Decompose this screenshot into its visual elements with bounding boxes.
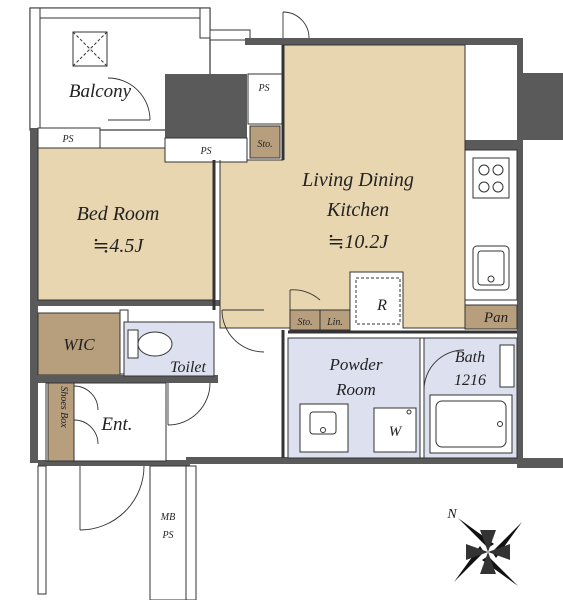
front-door	[79, 465, 145, 531]
toilet-door	[167, 382, 211, 426]
balcony-label: Balcony	[69, 81, 132, 102]
bath-label-2: 1216	[454, 372, 486, 389]
svg-text:PS: PS	[199, 146, 211, 157]
refrigerator-space	[355, 277, 401, 325]
walls	[30, 38, 563, 600]
balcony: Balcony	[29, 7, 251, 131]
ldk-label-2: Kitchen	[326, 199, 389, 221]
ldk-size: ≒10.2J	[328, 231, 390, 253]
bedroom-size: ≒4.5J	[93, 235, 145, 257]
powder-label-1: Powder	[329, 355, 383, 374]
toilet-icon	[127, 329, 173, 359]
washing-machine-space: W	[373, 407, 417, 453]
storage-box	[249, 125, 281, 159]
mb-ps-label: PS	[161, 530, 173, 541]
svg-text:Lin.: Lin.	[326, 317, 343, 328]
shoes-box-label: Shoes Box	[58, 386, 69, 428]
wic-label: WIC	[63, 335, 95, 354]
mb-ps-box	[149, 465, 187, 600]
pantry	[464, 304, 518, 330]
ldk-label-1: Living Dining	[301, 169, 414, 191]
kitchen-sink-icon	[472, 245, 510, 291]
svg-text:PS: PS	[257, 83, 269, 94]
compass-north-label: N	[446, 507, 457, 522]
toilet-label: Toilet	[170, 359, 206, 376]
pantry-label: Pan	[483, 310, 508, 326]
bath-door	[423, 349, 465, 391]
balcony-door	[282, 11, 310, 39]
washer-label: W	[389, 424, 403, 440]
bedroom-label: Bed Room	[77, 203, 160, 225]
refrigerator-label: R	[376, 297, 387, 314]
bath-label-1: Bath	[455, 349, 485, 366]
bathtub-icon	[429, 394, 513, 454]
bedroom-balcony-door	[107, 77, 151, 121]
compass-icon	[454, 518, 522, 586]
structural-column	[165, 74, 247, 138]
shoes-box	[47, 382, 75, 462]
linen-storage	[319, 309, 351, 331]
bedroom-floor	[37, 147, 215, 301]
svg-text:Sto.: Sto.	[297, 317, 312, 328]
ps-box-bedroom	[37, 127, 101, 149]
structural-column-right	[517, 73, 563, 140]
washbasin-icon	[299, 403, 349, 453]
mb-label: MB	[160, 512, 175, 523]
ps-box-mid	[164, 137, 248, 163]
shoes-box-doors	[73, 385, 99, 445]
bedroom-door	[221, 309, 265, 353]
powder-label-2: Room	[335, 380, 376, 399]
ps-label: PS	[61, 134, 73, 145]
ldk-door	[289, 289, 321, 330]
entrance-label: Ent.	[100, 414, 132, 435]
stove-icon	[472, 157, 510, 199]
ps-box-top	[247, 73, 283, 125]
svg-text:Sto.: Sto.	[257, 139, 272, 150]
